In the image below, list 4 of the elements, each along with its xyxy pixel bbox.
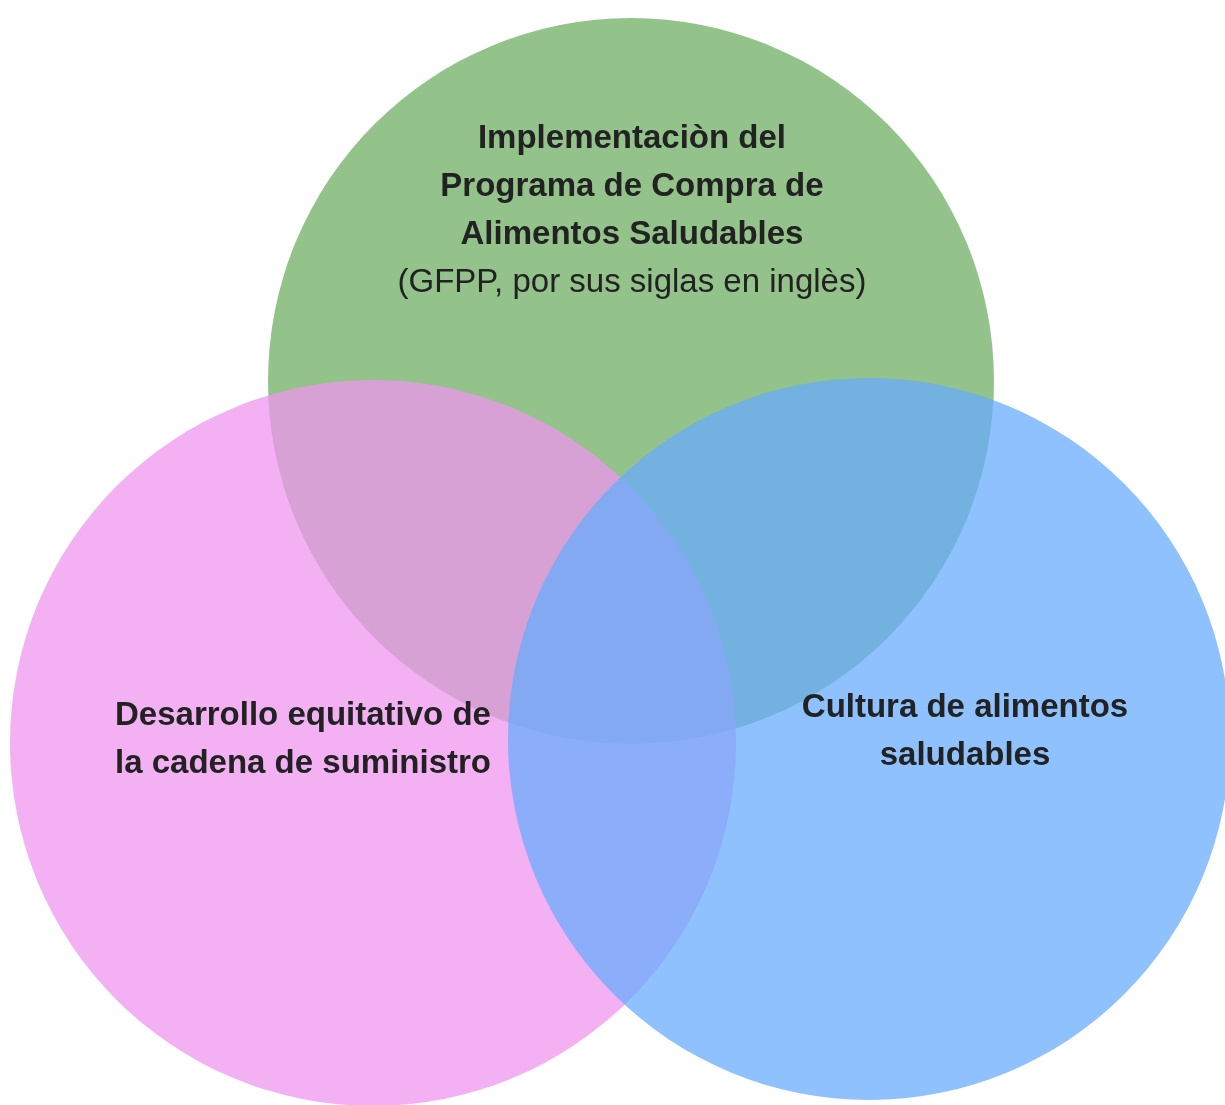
circle-subtext: (GFPP, por sus siglas en inglès): [397, 261, 867, 301]
circle-heading: Cultura de alimentos saludables: [800, 686, 1130, 774]
circle-heading: Implementaciòn del Programa de Compra de Alimentos Saludables: [439, 117, 825, 253]
circle-heading: Desarrollo equitativo de la cadena de suministro: [114, 694, 492, 782]
